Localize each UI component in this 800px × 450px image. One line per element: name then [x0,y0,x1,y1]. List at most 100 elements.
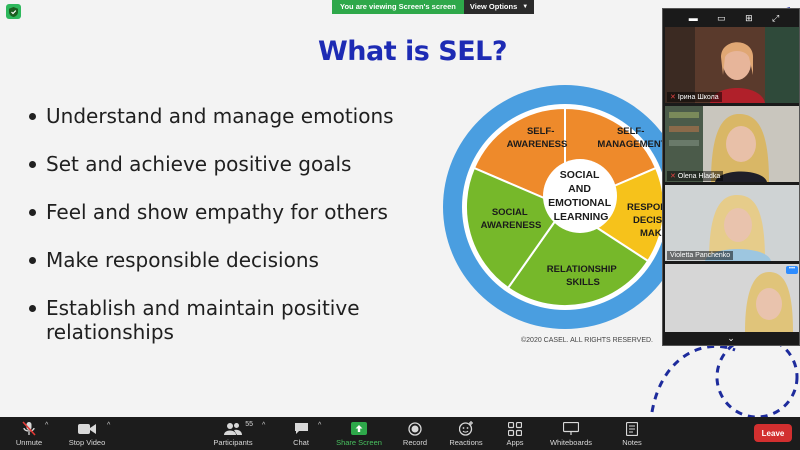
video-camera-icon [77,421,97,436]
gallery-scroll-down-button[interactable]: ⌄ [663,331,799,345]
muted-microphone-icon [19,421,39,436]
participant-name-tag: Violetta Panchenko [667,251,734,260]
video-options-caret[interactable]: ^ [107,422,111,429]
participant-video [665,106,799,182]
social-awareness-line2: AWARENESS [481,220,542,231]
bullet-item: Make responsible decisions [26,248,436,272]
view-options-button[interactable]: View Options ▼ [463,0,535,14]
whiteboards-button[interactable]: Whiteboards [547,417,595,450]
viewing-banner-text: You are viewing Screen's screen [332,0,464,14]
decorative-dashed-circle [715,335,799,417]
participant-tile[interactable]: ••• [665,264,799,340]
chat-button[interactable]: Chat [287,417,315,450]
chevron-down-icon: ▼ [522,4,529,10]
more-options-button[interactable]: ••• [786,266,798,274]
participants-icon: 55 [223,421,253,436]
share-screen-button[interactable]: Share Screen [336,417,382,450]
stop-video-button[interactable]: Stop Video [64,417,110,450]
participant-name: Olena Hladka [677,172,721,180]
chevron-down-icon: ⌄ [727,332,735,343]
svg-text:RESPONSIBLE DECISION-: RESPONSIBLE DECISION- MAKING [627,202,698,239]
participant-name: Ірина Школа [677,93,719,101]
participant-tile[interactable]: Violetta Panchenko [665,185,799,261]
participant-tile[interactable]: ✕ Ірина Школа [665,27,799,103]
segment-relationship-skills [506,205,650,308]
center-label-line1: SOCIAL [560,169,600,181]
relationship-line2: SKILLS [566,277,600,288]
reactions-label: Reactions [449,438,483,447]
view-options-label: View Options [469,2,518,11]
center-circle [543,159,617,233]
apps-label: Apps [506,438,524,447]
social-awareness-line1: SOCIAL [492,207,528,218]
bullet-item: Feel and show empathy for others [26,200,436,224]
record-icon [405,421,425,436]
unmute-label: Unmute [15,438,43,447]
whiteboards-label: Whiteboards [549,438,593,447]
participants-label: Participants [213,438,253,447]
participant-tile[interactable]: ✕ Olena Hladka [665,106,799,182]
minimize-icon[interactable]: ▬ [688,13,698,23]
self-management-line2: MANAGEMENT [597,139,666,150]
center-label-line2: AND [568,183,591,195]
participants-count: 55 [245,421,253,428]
audio-options-caret[interactable]: ^ [45,422,49,429]
muted-mic-icon: ✕ [670,94,676,101]
unmute-button[interactable]: Unmute [12,417,46,450]
self-awareness-line2: AWARENESS [507,139,568,150]
participants-button[interactable]: 55 Participants [210,417,256,450]
gallery-controls: ▬ ▭ ⊞ ⤢ [663,9,799,27]
apps-button[interactable]: Apps [502,417,528,450]
participant-name-tag: ✕ Ірина Школа [667,92,722,102]
notes-icon [622,421,642,436]
copyright-text: ©2020 CASEL. ALL RIGHTS RESERVED. [521,337,653,344]
participant-name: Violetta Panchenko [670,252,731,259]
chat-label: Chat [293,438,309,447]
center-label-line4: LEARNING [554,211,609,223]
svg-text:SOCIAL AND EMO: SOCIAL AND EMOTIONAL LEARNING [548,169,614,223]
bullet-list: Understand and manage emotions Set and a… [26,104,436,368]
viewing-screen-banner: You are viewing Screen's screen View Opt… [332,0,535,14]
center-label-line3: EMOTIONAL [548,197,612,209]
svg-text:SELF- AWARENESS: SELF- AWARENESS [507,126,568,150]
responsible-line3: MAKING [640,228,679,239]
segment-social-awareness [464,166,567,290]
chat-bubble-icon [291,421,311,436]
shield-icon [9,6,18,17]
security-shield-icon[interactable] [6,4,21,19]
notes-button[interactable]: Notes [619,417,645,450]
bullet-item: Set and achieve positive goals [26,152,436,176]
self-awareness-line1: SELF- [527,126,554,137]
svg-text:RELATIONSHIP SKILLS: RELATIONSHIP SKILLS [547,264,620,288]
meeting-toolbar: Unmute ^ Stop Video ^ 55 [0,417,800,450]
self-management-line1: SELF- [617,126,644,137]
chat-options-caret[interactable]: ^ [318,422,322,429]
stop-video-label: Stop Video [68,438,106,447]
bullet-item: Understand and manage emotions [26,104,436,128]
svg-text:SOCIAL AWARENESS: SOCIAL AWARENESS [481,207,542,231]
share-screen-icon [349,421,369,436]
decorative-dashed-arc-left [650,344,736,413]
reactions-button[interactable]: Reactions [447,417,485,450]
smiley-plus-icon [456,421,476,436]
slide-title: What is SEL? [318,36,508,67]
gallery-view-icon[interactable]: ⊞ [745,13,753,23]
muted-mic-icon: ✕ [670,173,676,180]
fullscreen-icon[interactable]: ⤢ [772,13,780,23]
notes-label: Notes [622,438,642,447]
apps-grid-icon [505,421,525,436]
participant-name-tag: ✕ Olena Hladka [667,171,724,181]
participants-options-caret[interactable]: ^ [262,422,266,429]
bullet-item: Establish and maintain positive relation… [26,296,436,344]
share-screen-label: Share Screen [336,438,382,447]
speaker-view-icon[interactable]: ▭ [717,13,726,23]
svg-text:SELF- MANAGEMENT: SELF- MANAGEMENT [597,126,666,150]
sel-wheel-diagram: SOCIAL AND EMOTIONAL LEARNING SELF- AWAR… [443,7,799,417]
leave-meeting-button[interactable]: Leave [754,424,792,442]
record-button[interactable]: Record [400,417,430,450]
segment-self-awareness [472,106,566,209]
whiteboard-icon [561,421,581,436]
responsible-line2: DECISION- [633,215,682,226]
participant-video [665,27,799,103]
